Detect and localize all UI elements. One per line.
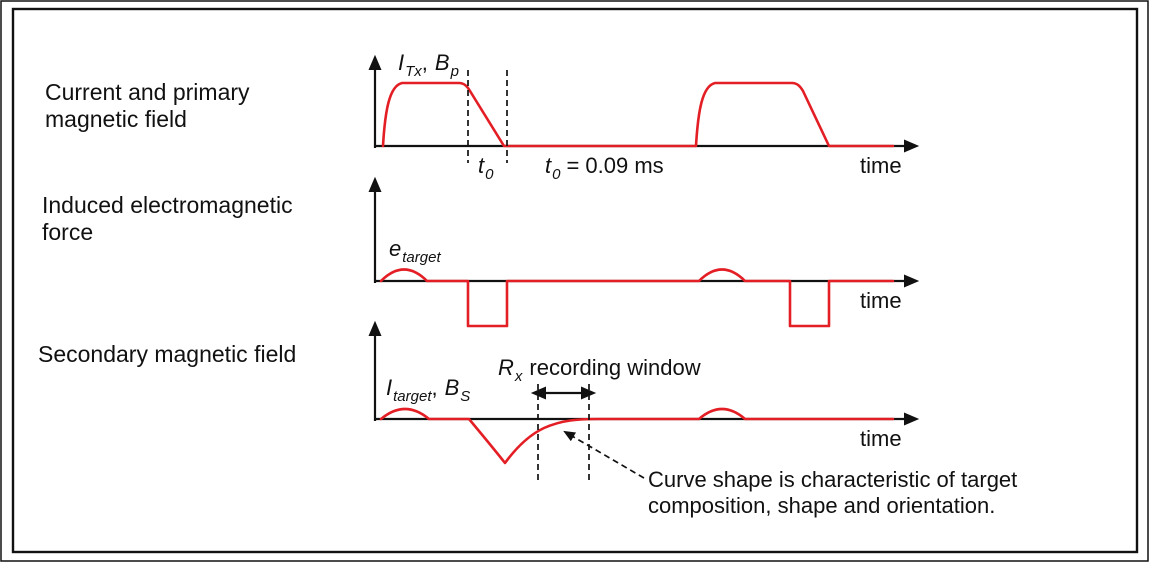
row2-label-line1: Induced electromagnetic [42, 192, 293, 218]
row3-secondary-waveform [379, 407, 895, 465]
row2-curve-label: etarget [389, 236, 441, 266]
row1-axis-label: ITx,Bp [398, 50, 459, 80]
row2-emf-waveform [379, 268, 895, 328]
row3-time-label: time [860, 426, 902, 451]
row1-primary-field-plot: Current and primary magnetic field ITx,B… [45, 50, 920, 183]
row1-label-line1: Current and primary [45, 79, 250, 105]
row1-t0-value: t0= 0.09 ms [545, 153, 664, 183]
row2-induced-emf-plot: Induced electromagnetic force etarget ti… [42, 176, 920, 328]
row1-time-label: time [860, 153, 902, 178]
row1-t0-label: t0 [478, 153, 494, 183]
row3-axis-label: Itarget,BS [386, 375, 470, 405]
frame-border [11, 7, 1139, 554]
row1-current-waveform [381, 81, 895, 148]
annotation-line2: composition, shape and orientation. [648, 493, 995, 518]
annotation-pointer-arrow [563, 430, 645, 479]
annotation-line1: Curve shape is characteristic of target [648, 467, 1017, 492]
row2-label-line2: force [42, 219, 93, 245]
row1-label-line2: magnetic field [45, 106, 187, 132]
row3-label: Secondary magnetic field [38, 341, 296, 367]
row2-time-label: time [860, 288, 902, 313]
